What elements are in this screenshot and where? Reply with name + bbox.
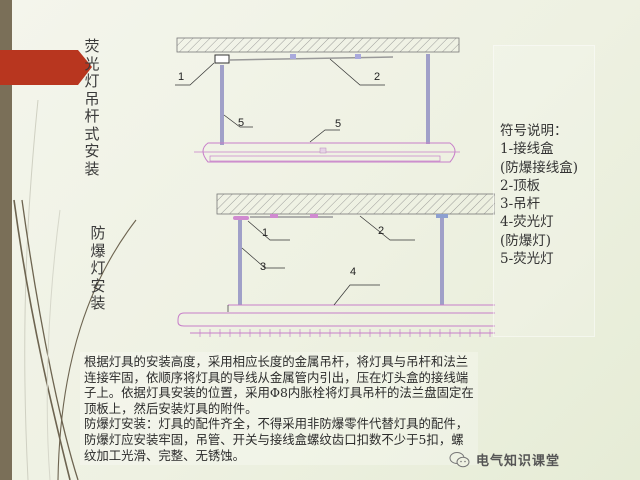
- legend-item: 3-吊杆: [500, 196, 541, 213]
- title-arrow-marker: [0, 50, 92, 85]
- svg-text:2: 2: [378, 225, 384, 237]
- wechat-icon: [449, 451, 470, 467]
- legend-title: 符号说明：: [500, 123, 568, 139]
- svg-text:5: 5: [335, 118, 341, 130]
- legend-item: 4-荧光灯: [500, 214, 554, 231]
- watermark-text: 电气知识课堂: [476, 454, 561, 469]
- left-decorative-bar: [0, 0, 12, 480]
- description-paragraph-2: 防爆灯安装：灯具的配件齐全，不得采用非防爆零件代替灯具的配件，防爆灯应安装牢固，…: [84, 416, 469, 463]
- svg-text:5: 5: [238, 117, 244, 129]
- top-ceiling-slab: [176, 37, 460, 53]
- svg-text:1: 1: [262, 227, 268, 239]
- top-junction-box: [214, 54, 230, 64]
- symbol-legend: 符号说明： 1-接线盒 (防爆接线盒) 2-顶板 3-吊杆 4-荧光灯 (防爆灯…: [500, 122, 578, 268]
- legend-item: 2-顶板: [500, 177, 541, 194]
- svg-text:3: 3: [260, 261, 266, 273]
- svg-text:1: 1: [178, 71, 184, 83]
- legend-item: (防爆灯): [500, 232, 552, 249]
- description-paragraph-1: 根据灯具的安装高度，采用相应长度的金属吊杆，将灯具与吊杆和法兰连接牢固，依顺序将…: [84, 354, 474, 416]
- svg-text:2: 2: [374, 71, 380, 83]
- legend-item: 1-接线盒: [500, 141, 554, 158]
- watermark: 电气知识课堂: [449, 450, 560, 469]
- section-title-explosion-proof: 防爆灯安装: [90, 224, 106, 312]
- installation-description: 根据灯具的安装高度，采用相应长度的金属吊杆，将灯具与吊杆和法兰连接牢固，依顺序将…: [80, 352, 478, 466]
- svg-text:4: 4: [350, 266, 356, 278]
- legend-item: 5-荧光灯: [500, 251, 554, 268]
- section-title-pendant-fluorescent: 荧光灯吊杆式安装: [84, 37, 100, 178]
- legend-panel: [493, 45, 595, 337]
- legend-item: (防爆接线盒): [500, 159, 579, 176]
- installation-diagram: 1 2 5 5 1 2 3 4: [175, 37, 495, 337]
